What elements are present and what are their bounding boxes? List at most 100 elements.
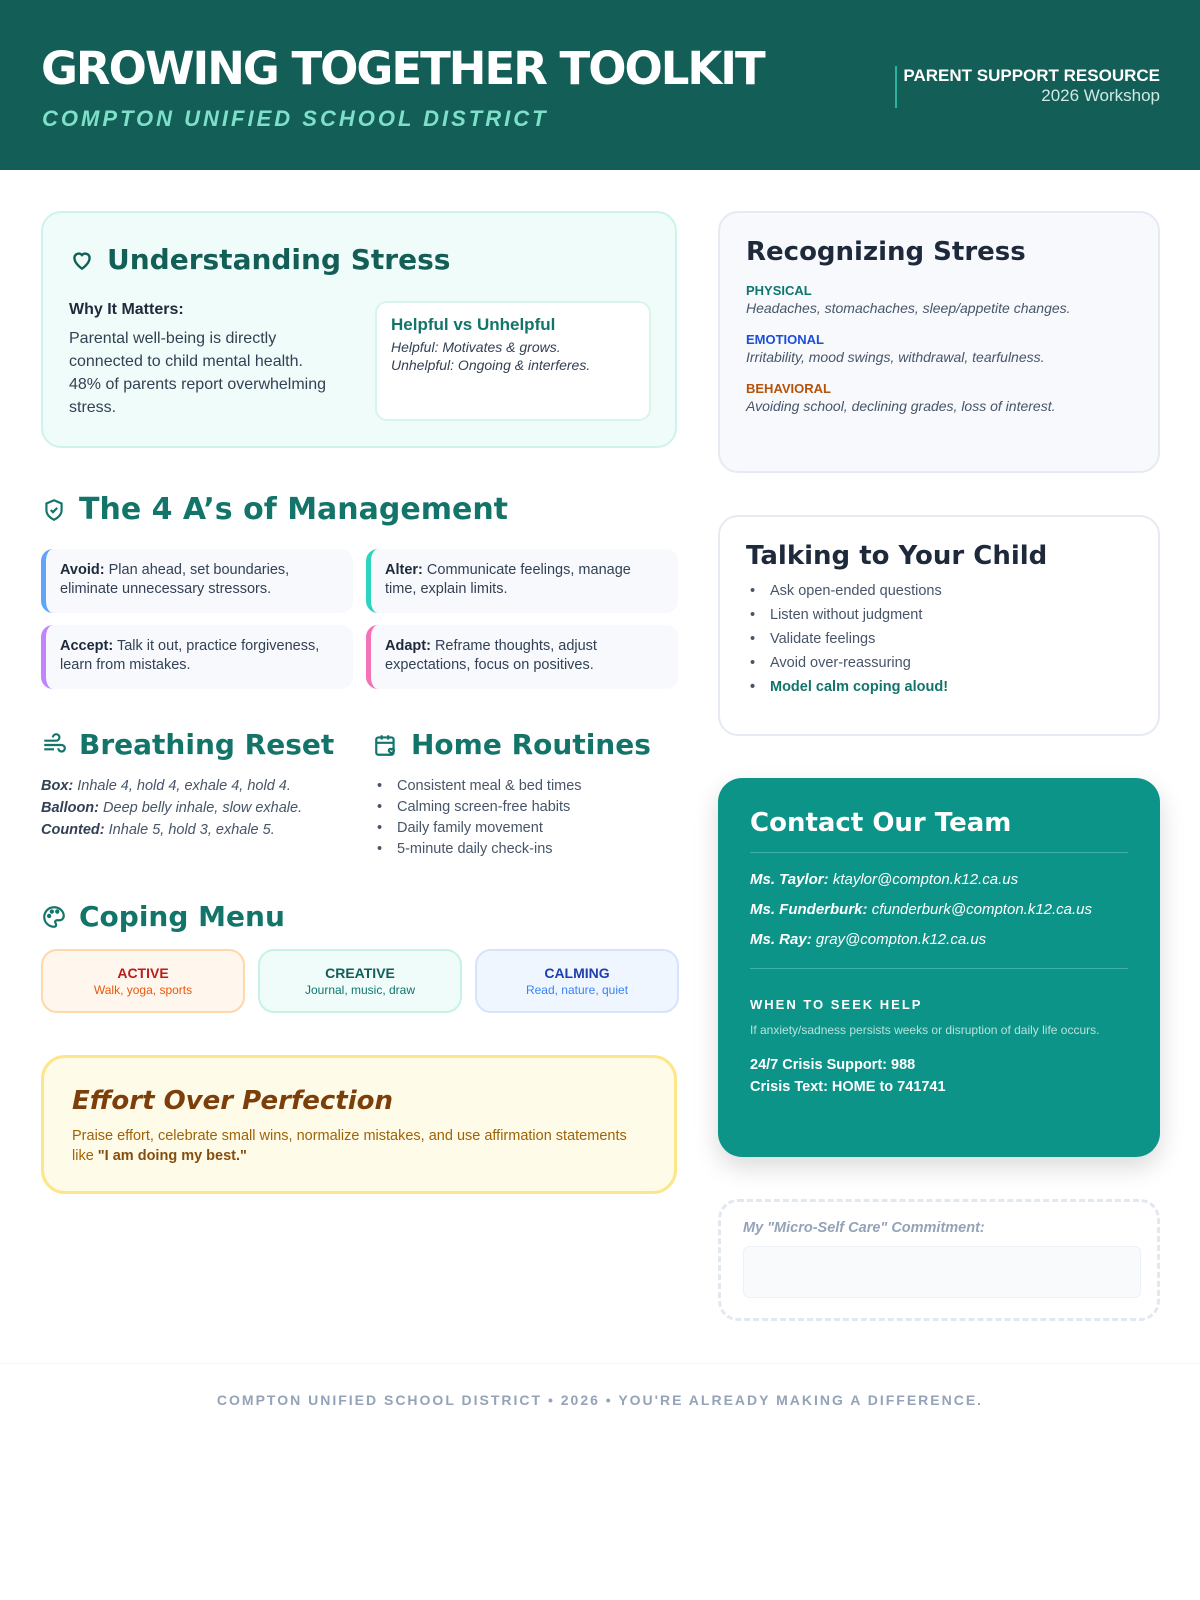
breathing-label: Counted:	[41, 822, 105, 838]
understanding-stress-card: Understanding Stress Why It Matters: Par…	[41, 211, 677, 448]
coping-card: ACTIVE Walk, yoga, sports	[41, 949, 245, 1013]
management-card: Accept: Talk it out, practice forgivenes…	[41, 625, 353, 689]
commitment-box: My "Micro-Self Care" Commitment:	[718, 1199, 1160, 1321]
workshop-label: 2026 Workshop	[1041, 86, 1160, 105]
coping-label: ACTIVE	[117, 965, 169, 981]
stress-category-text: Irritability, mood swings, withdrawal, t…	[746, 349, 1045, 365]
contact-email-link[interactable]: gray@compton.k12.ca.us	[815, 931, 987, 948]
helpful-box: Helpful vs Unhelpful Helpful: Motivates …	[375, 301, 651, 421]
talking-item: Listen without judgment	[746, 607, 1132, 623]
header-divider	[895, 66, 897, 108]
understanding-title: Understanding Stress	[107, 243, 451, 276]
footer-divider	[0, 1363, 1200, 1364]
coping-text: Walk, yoga, sports	[93, 983, 193, 997]
stress-category-text: Avoiding school, declining grades, loss …	[746, 398, 1056, 414]
contact-row: Ms. Funderburk: cfunderburk@compton.k12.…	[750, 901, 1128, 918]
coping-label: CREATIVE	[325, 965, 395, 981]
effort-text: Praise effort, celebrate small wins, nor…	[72, 1126, 646, 1166]
management-card: Alter: Communicate feelings, manage time…	[366, 549, 678, 613]
contact-email-link[interactable]: cfunderburk@compton.k12.ca.us	[871, 901, 1093, 918]
seek-help-title: WHEN TO SEEK HELP	[750, 997, 923, 1012]
management-text: Communicate feelings, manage time, expla…	[385, 562, 631, 597]
routine-item: 5-minute daily check-ins	[373, 841, 582, 857]
breathing-heading: Breathing Reset	[41, 728, 334, 761]
heart-icon	[73, 251, 91, 270]
contact-name: Ms. Ray:	[750, 931, 812, 948]
effort-title: Effort Over Perfection	[72, 1086, 394, 1116]
management-text: Reframe thoughts, adjust expectations, f…	[385, 638, 597, 673]
contact-row: Ms. Taylor: ktaylor@compton.k12.ca.us	[750, 871, 1128, 888]
header-banner	[0, 0, 1200, 170]
contact-name: Ms. Taylor:	[750, 871, 829, 888]
breathing-label: Balloon:	[41, 800, 99, 816]
talking-title: Talking to Your Child	[746, 541, 1048, 571]
coping-label: CALMING	[544, 965, 610, 981]
coping-card: CALMING Read, nature, quiet	[475, 949, 679, 1013]
talking-list: Ask open-ended questionsListen without j…	[746, 583, 1132, 695]
management-card: Avoid: Plan ahead, set boundaries, elimi…	[41, 549, 353, 613]
breathing-item: Box: Inhale 4, hold 4, exhale 4, hold 4.	[41, 778, 302, 794]
breathing-title: Breathing Reset	[79, 728, 335, 761]
helpful-title: Helpful vs Unhelpful	[391, 315, 556, 334]
management-label: Avoid:	[60, 562, 105, 578]
stress-category-label: PHYSICAL	[746, 283, 812, 298]
routines-list: Consistent meal & bed timesCalming scree…	[373, 778, 582, 862]
breathing-list: Box: Inhale 4, hold 4, exhale 4, hold 4.…	[41, 778, 302, 844]
crisis-support: 24/7 Crisis Support: 988	[750, 1057, 916, 1073]
contact-row: Ms. Ray: gray@compton.k12.ca.us	[750, 931, 1128, 948]
routines-title: Home Routines	[411, 728, 651, 761]
contact-email-link[interactable]: ktaylor@compton.k12.ca.us	[832, 871, 1019, 888]
breathing-label: Box:	[41, 778, 74, 794]
crisis-text: Crisis Text: HOME to 741741	[750, 1079, 946, 1095]
breathing-text: Inhale 5, hold 3, exhale 5.	[108, 822, 275, 838]
recognizing-title: Recognizing Stress	[746, 237, 1026, 267]
management-label: Alter:	[385, 562, 423, 578]
routine-item: Daily family movement	[373, 820, 582, 836]
contact-title: Contact Our Team	[750, 808, 1012, 838]
talking-item: Validate feelings	[746, 631, 1132, 647]
calendar-heart-icon	[375, 734, 396, 756]
contact-name: Ms. Funderburk:	[750, 901, 868, 918]
effort-quote: "I am doing my best."	[97, 1148, 247, 1164]
breathing-item: Balloon: Deep belly inhale, slow exhale.	[41, 800, 302, 816]
routine-item: Calming screen-free habits	[373, 799, 582, 815]
footer-text: COMPTON UNIFIED SCHOOL DISTRICT • 2026 •…	[216, 1392, 984, 1408]
header-meta: PARENT SUPPORT RESOURCE 2026 Workshop	[903, 66, 1160, 106]
breathing-item: Counted: Inhale 5, hold 3, exhale 5.	[41, 822, 302, 838]
understanding-heading: Understanding Stress	[69, 243, 450, 276]
talking-item: Avoid over-reassuring	[746, 655, 1132, 671]
helpful-text: Helpful: Motivates & grows.	[391, 339, 561, 355]
management-title: The 4 A’s of Management	[79, 492, 509, 527]
contact-card: Contact Our Team Ms. Taylor: ktaylor@com…	[718, 778, 1160, 1157]
wind-icon	[44, 732, 66, 753]
management-text: Talk it out, practice forgiveness, learn…	[60, 638, 320, 673]
coping-title: Coping Menu	[79, 900, 285, 933]
management-card: Adapt: Reframe thoughts, adjust expectat…	[366, 625, 678, 689]
routines-heading: Home Routines	[373, 728, 651, 761]
shield-check-icon	[45, 498, 63, 521]
talking-card: Talking to Your Child Ask open-ended que…	[718, 515, 1160, 736]
talking-highlight: Model calm coping aloud!	[746, 679, 1132, 695]
coping-text: Read, nature, quiet	[525, 983, 629, 997]
coping-heading: Coping Menu	[41, 900, 285, 933]
why-label: Why It Matters:	[69, 301, 184, 318]
effort-card: Effort Over Perfection Praise effort, ce…	[41, 1055, 677, 1194]
management-label: Adapt:	[385, 638, 431, 654]
breathing-text: Inhale 4, hold 4, exhale 4, hold 4.	[77, 778, 291, 794]
why-text: Parental well-being is directly connecte…	[69, 330, 327, 416]
palette-icon	[43, 905, 65, 928]
unhelpful-text: Unhelpful: Ongoing & interferes.	[391, 357, 591, 373]
routine-item: Consistent meal & bed times	[373, 778, 582, 794]
divider	[750, 852, 1128, 853]
stress-category-label: BEHAVIORAL	[746, 381, 831, 396]
resource-label: PARENT SUPPORT RESOURCE	[903, 66, 1160, 85]
commitment-input[interactable]	[743, 1246, 1141, 1298]
management-label: Accept:	[60, 638, 114, 654]
effort-body: Praise effort, celebrate small wins, nor…	[72, 1128, 627, 1164]
page-title: GROWING TOGETHER TOOLKIT	[41, 42, 766, 95]
management-heading: The 4 A’s of Management	[41, 492, 508, 527]
talking-item: Ask open-ended questions	[746, 583, 1132, 599]
district-subtitle: COMPTON UNIFIED SCHOOL DISTRICT	[42, 106, 549, 131]
